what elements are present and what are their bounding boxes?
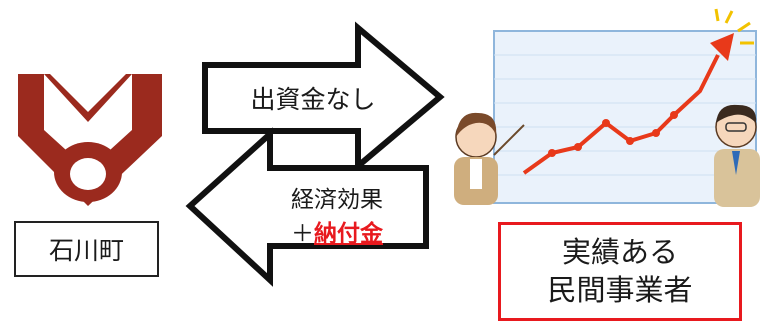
whiteboard: [493, 30, 757, 204]
business-line1: 実績ある: [561, 234, 678, 269]
arrow-right: [202, 21, 445, 173]
town-name-box: 石川町: [14, 221, 159, 277]
growth-arrow-head: [710, 33, 734, 61]
payment-line: ＋納付金: [262, 214, 412, 248]
sparkle-icon: [714, 8, 754, 45]
business-operator-box: 実績ある 民間事業者: [498, 222, 742, 321]
payment-label: 納付金: [314, 221, 383, 247]
town-name: 石川町: [48, 236, 124, 265]
no-investment-label: 出資金なし: [250, 85, 376, 114]
business-line2: 民間事業者: [547, 272, 693, 307]
growth-chart-illustration: [454, 8, 760, 207]
economic-effect-label: 経済効果: [291, 187, 383, 213]
plus-sign: ＋: [291, 221, 314, 247]
woman-presenter: [454, 112, 525, 205]
arrow-left: [185, 127, 429, 287]
town-emblem: [18, 74, 162, 206]
man-presenter: [714, 104, 760, 207]
